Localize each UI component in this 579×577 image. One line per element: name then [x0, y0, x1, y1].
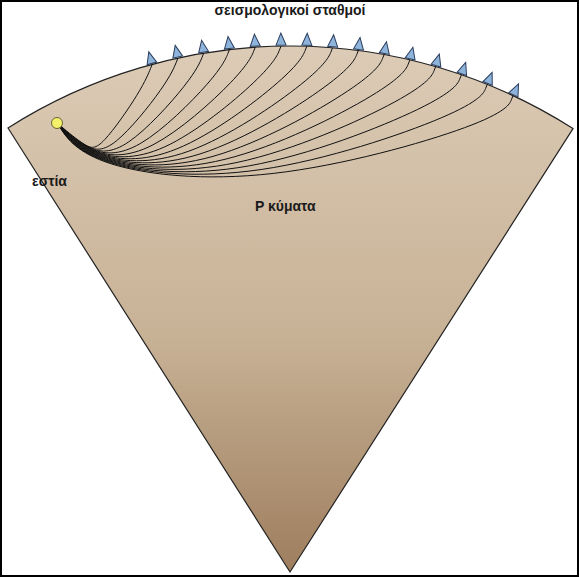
station-triangle: [302, 33, 312, 45]
ray-path: [57, 67, 436, 170]
station-triangle: [431, 53, 444, 67]
ray-path: [57, 46, 307, 158]
station-triangle: [509, 82, 523, 97]
station-triangle: [276, 33, 286, 45]
station-triangle: [249, 34, 260, 47]
ray-path: [57, 50, 358, 162]
station-triangle: [223, 36, 234, 49]
ray-path: [57, 47, 255, 155]
ray-path: [57, 84, 487, 174]
station-triangle: [328, 34, 339, 47]
seismic-stations: [144, 33, 523, 97]
part-label: εστία: [32, 174, 67, 189]
p-wave-rays: [57, 46, 513, 177]
station-triangle: [483, 70, 497, 85]
station-triangle: [457, 61, 470, 76]
ray-path: [57, 48, 333, 161]
ray-path: [57, 60, 410, 167]
station-triangle: [405, 46, 417, 60]
station-triangle: [379, 41, 391, 55]
ray-path: [57, 53, 204, 151]
part-label: P κύματα: [255, 199, 316, 214]
ray-path: [57, 46, 281, 157]
ray-path: [57, 75, 461, 172]
ray-path: [57, 58, 178, 149]
focus-dot: [52, 118, 63, 129]
ray-path: [57, 54, 384, 164]
ray-path: [57, 96, 513, 177]
station-triangle: [170, 44, 182, 58]
station-triangle: [144, 51, 157, 65]
earth-wedge: [8, 46, 573, 572]
station-triangle: [197, 39, 209, 52]
ray-path: [57, 49, 230, 152]
heading-label: σεισμολογικοί σταθμοί: [215, 3, 366, 18]
station-triangle: [354, 37, 365, 50]
